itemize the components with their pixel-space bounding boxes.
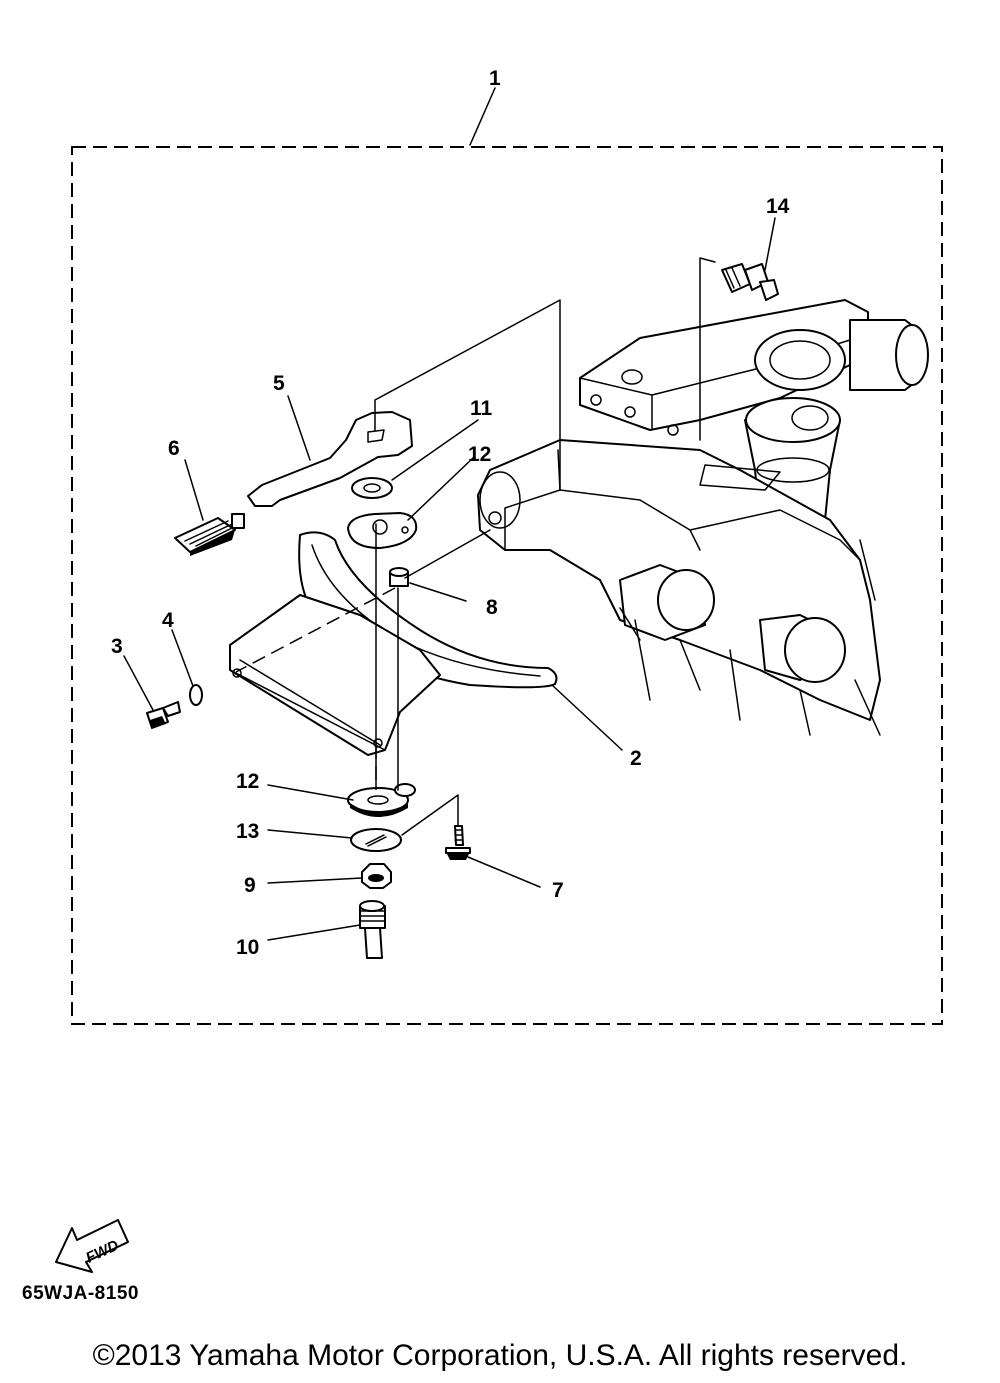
callout-9: 9 xyxy=(244,874,256,897)
callout-5: 5 xyxy=(273,372,285,395)
grip-part-6 xyxy=(174,513,245,556)
callout-4: 4 xyxy=(162,609,174,632)
callout-12-lower: 12 xyxy=(236,770,259,793)
callout-labels: 1 2 3 4 5 6 7 8 9 10 11 12 12 13 14 xyxy=(111,67,790,959)
callout-6: 6 xyxy=(168,437,180,460)
lever-part-5 xyxy=(247,411,413,507)
bolt-part-3 xyxy=(146,701,181,729)
callout-1: 1 xyxy=(489,67,501,90)
grease-nipple-part-14 xyxy=(721,263,779,301)
washer-part-11 xyxy=(351,477,393,499)
screw-part-7 xyxy=(445,825,471,860)
callout-2: 2 xyxy=(630,747,642,770)
washer-part-13 xyxy=(350,828,402,852)
fwd-arrow: FWD xyxy=(55,1219,129,1273)
plate-part-12-lower xyxy=(347,783,416,817)
callout-3: 3 xyxy=(111,635,123,658)
washer-part-4 xyxy=(189,684,203,706)
assembly-guide-lines xyxy=(235,257,716,836)
callout-10: 10 xyxy=(236,936,259,959)
plate-part-12-upper xyxy=(347,512,418,549)
assembly-boundary xyxy=(71,146,943,1025)
friction-plate-part-2 xyxy=(229,531,558,756)
callout-8: 8 xyxy=(486,596,498,619)
callout-13: 13 xyxy=(236,820,259,843)
part-code: 65WJA-8150 xyxy=(22,1283,139,1304)
callout-7: 7 xyxy=(552,879,564,902)
bolt-part-10 xyxy=(359,900,386,959)
nut-part-9 xyxy=(361,863,392,889)
swivel-bracket-illustration xyxy=(477,299,929,736)
collar-part-8 xyxy=(389,567,409,587)
callout-12-upper: 12 xyxy=(468,443,491,466)
callout-11: 11 xyxy=(470,397,493,420)
callout-leaders xyxy=(123,87,776,941)
callout-14: 14 xyxy=(766,195,790,218)
copyright-notice: ©2013 Yamaha Motor Corporation, U.S.A. A… xyxy=(92,1339,908,1372)
